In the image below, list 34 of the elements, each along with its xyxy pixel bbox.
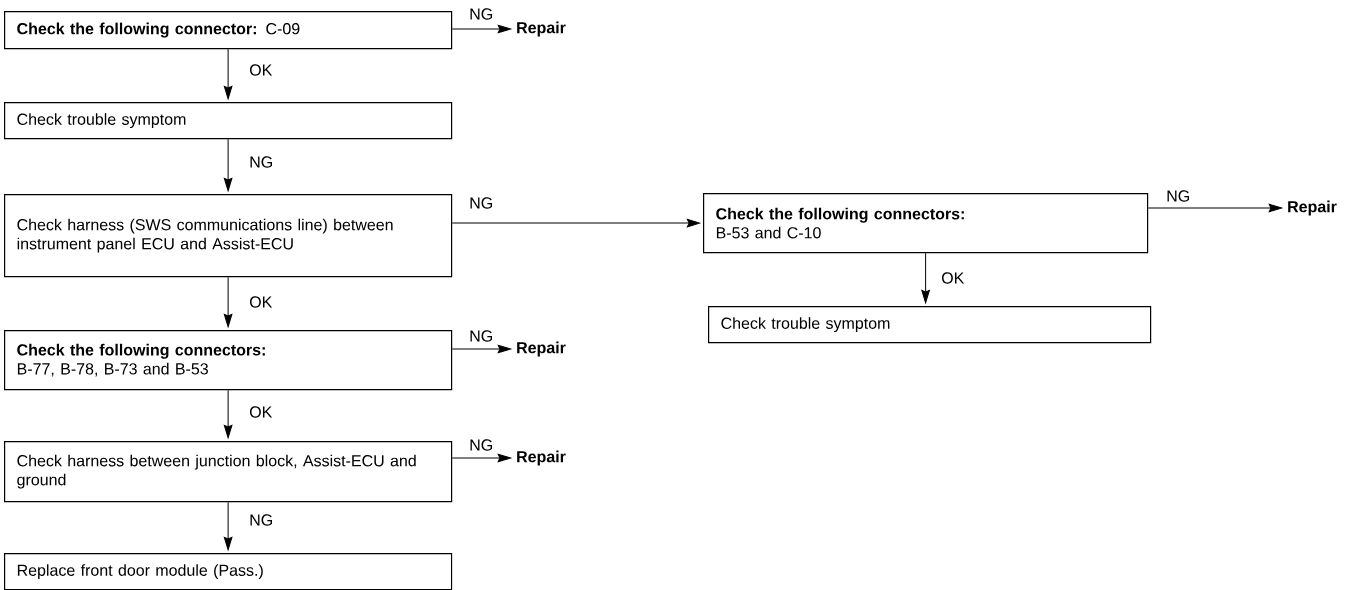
arrow <box>1147 203 1283 213</box>
edge-label: NG <box>248 513 275 527</box>
arrow <box>223 389 233 439</box>
arrow <box>451 344 512 354</box>
edge-label: NG <box>1165 189 1192 203</box>
arrow <box>223 501 233 551</box>
process-box: Check the following connectors: B-77, B-78, B-73 and B-53 <box>4 330 453 391</box>
arrow <box>223 276 233 328</box>
result-text: Repair <box>517 21 566 37</box>
process-box: Check the following connectors: B-53 and C-10 <box>703 193 1149 254</box>
result-text: Repair <box>1288 200 1337 216</box>
edge-label: NG <box>468 7 495 21</box>
process-box: Check trouble symptom <box>708 306 1152 344</box>
edge-label: NG <box>468 438 495 452</box>
edge-label: NG <box>468 196 495 210</box>
process-box: Replace front door module (Pass.) <box>4 553 453 590</box>
edge-label: NG <box>248 155 275 169</box>
edge-label: NG <box>468 329 495 343</box>
edge-label: OK <box>940 271 966 285</box>
result-text: Repair <box>517 450 566 466</box>
edge-label: OK <box>248 295 274 309</box>
process-box: Check the following connector: C-09 <box>4 11 453 50</box>
arrow <box>223 48 233 100</box>
process-box: Check harness between junction block, Assist-ECU and ground <box>4 441 453 503</box>
arrow <box>451 453 512 463</box>
edge-label: OK <box>248 63 274 77</box>
arrow <box>921 252 930 304</box>
edge-label: OK <box>248 405 274 419</box>
arrow <box>451 24 512 34</box>
arrow <box>451 218 701 228</box>
arrow <box>223 138 233 192</box>
process-box: Check harness (SWS communications line) between instrument panel ECU and Assist-ECU <box>4 194 453 278</box>
process-box: Check trouble symptom <box>4 102 453 140</box>
result-text: Repair <box>517 341 566 357</box>
